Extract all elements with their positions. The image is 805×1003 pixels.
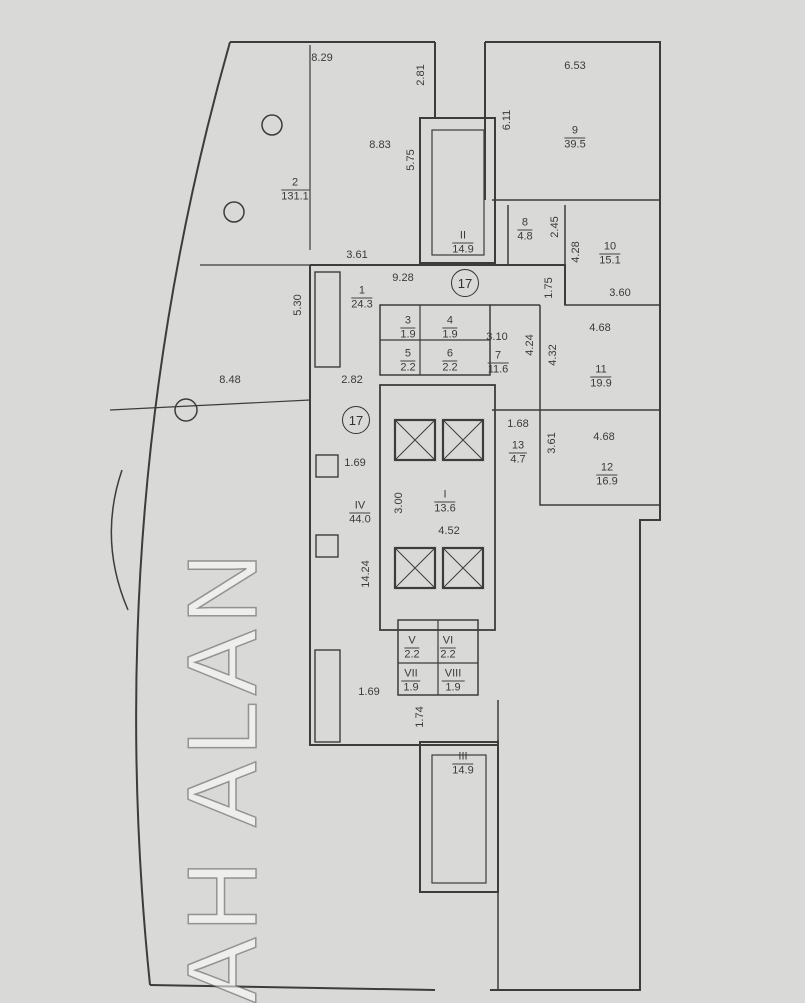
- dim: 1.69: [344, 457, 366, 469]
- dim: 3.60: [609, 287, 631, 299]
- axis-label: 17: [348, 412, 364, 428]
- dim: 8.29: [311, 52, 333, 64]
- watermark: AH ALAN: [166, 546, 278, 1003]
- dim: 4.52: [438, 525, 460, 537]
- dim: 8.83: [369, 139, 391, 151]
- axis-marker-17: 17: [451, 269, 479, 297]
- dim: 3.10: [486, 331, 508, 343]
- dim: 3.61: [346, 249, 368, 261]
- dim: 2.82: [341, 374, 363, 386]
- dim: 8.48: [219, 374, 241, 386]
- dim: 1.68: [507, 418, 529, 430]
- axis-marker-17: 17: [342, 406, 370, 434]
- dim: 6.53: [564, 60, 586, 72]
- dim: 1.69: [358, 686, 380, 698]
- dim: 4.68: [589, 322, 611, 334]
- dim: 9.28: [392, 272, 414, 284]
- axis-label: 17: [457, 275, 473, 291]
- dim: 4.68: [593, 431, 615, 443]
